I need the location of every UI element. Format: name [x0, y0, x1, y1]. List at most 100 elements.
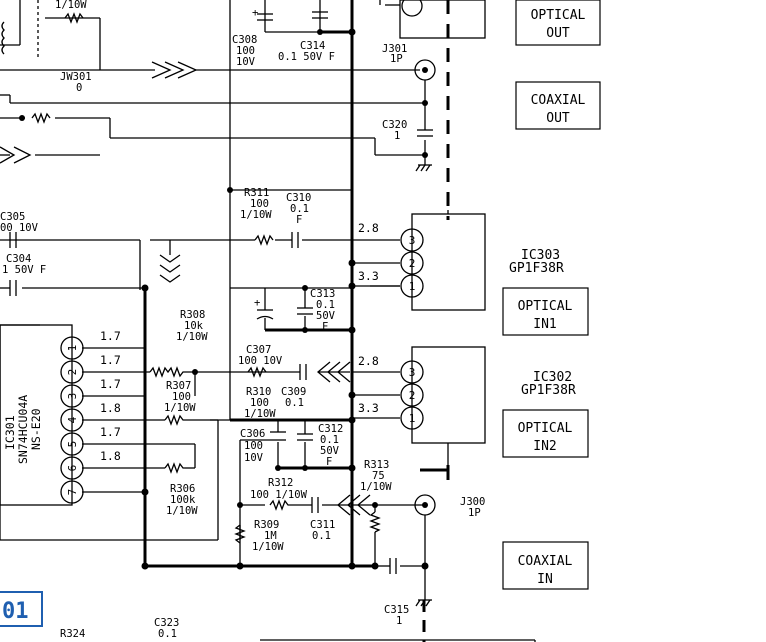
svg-text:C307: C307 — [246, 344, 271, 356]
svg-text:1: 1 — [409, 280, 416, 293]
svg-text:C304: C304 — [6, 253, 31, 265]
svg-text:J301: J301 — [382, 43, 407, 55]
svg-text:J300: J300 — [460, 496, 485, 508]
svg-text:C314: C314 — [300, 40, 325, 52]
svg-text:C306: C306 — [240, 428, 265, 440]
jack-j301: J301 1P — [382, 43, 436, 81]
svg-text:SN74HCU04A: SN74HCU04A — [16, 395, 30, 464]
resistor-symbols — [31, 12, 381, 544]
svg-text:4: 4 — [66, 416, 79, 423]
svg-text:100: 100 — [250, 397, 269, 409]
svg-text:1.7: 1.7 — [100, 425, 121, 439]
svg-text:C311: C311 — [310, 519, 335, 531]
svg-text:1: 1 — [394, 130, 400, 142]
svg-text:3: 3 — [409, 234, 416, 247]
svg-text:F: F — [322, 321, 328, 333]
jack-j300: J300 1P — [414, 494, 485, 519]
svg-text:R312: R312 — [268, 477, 293, 489]
svg-text:1P: 1P — [468, 507, 481, 519]
svg-text:3.3: 3.3 — [358, 401, 379, 415]
svg-text:C305: C305 — [0, 211, 25, 223]
svg-text:100: 100 — [172, 391, 191, 403]
svg-text:C320: C320 — [382, 119, 407, 131]
svg-text:R306: R306 — [170, 483, 195, 495]
box-coaxial-out: COAXIAL OUT — [515, 81, 601, 130]
ic302: 3 2 1 IC302 GP1F38R 2.8 3.3 — [358, 346, 576, 468]
svg-text:C309: C309 — [281, 386, 306, 398]
box-optical-out: OPTICAL OUT — [515, 0, 601, 46]
svg-text:1/10W: 1/10W — [164, 402, 196, 414]
svg-text:IN1: IN1 — [533, 317, 556, 332]
svg-text:1/10W: 1/10W — [55, 0, 87, 11]
svg-text:100k: 100k — [170, 494, 196, 506]
svg-text:2.8: 2.8 — [358, 354, 379, 368]
svg-text:1/10W: 1/10W — [176, 331, 208, 343]
svg-text:0.1: 0.1 — [158, 628, 177, 640]
box-coaxial-in: COAXIAL IN — [502, 541, 589, 590]
svg-text:1.7: 1.7 — [100, 329, 121, 343]
svg-text:3.3: 3.3 — [358, 269, 379, 283]
svg-text:1.7: 1.7 — [100, 377, 121, 391]
svg-text:1/10W: 1/10W — [252, 541, 284, 553]
svg-text:3: 3 — [66, 393, 79, 400]
svg-text:100: 100 — [244, 440, 263, 452]
svg-text:IC302: IC302 — [533, 370, 572, 385]
svg-text:2.8: 2.8 — [358, 221, 379, 235]
svg-text:C312: C312 — [318, 423, 343, 435]
svg-text:NS-E20: NS-E20 — [29, 408, 43, 450]
ic-top-partial — [399, 0, 486, 39]
svg-text:7: 7 — [66, 489, 79, 496]
svg-text:OUT: OUT — [546, 111, 570, 126]
svg-text:R310: R310 — [246, 386, 271, 398]
svg-text:100: 100 — [250, 198, 269, 210]
svg-text:OPTICAL: OPTICAL — [531, 8, 586, 23]
svg-text:1: 1 — [66, 345, 79, 352]
svg-text:100 10V: 100 10V — [238, 355, 283, 367]
svg-text:2: 2 — [409, 389, 416, 402]
svg-text:IC301: IC301 — [3, 415, 17, 450]
svg-text:OPTICAL: OPTICAL — [518, 299, 573, 314]
svg-text:+: + — [252, 7, 258, 19]
ic301: 1 2 3 4 5 6 7 IC301 SN74HCU04A NS-E20 1.… — [0, 324, 121, 506]
connector-arrows — [0, 61, 371, 516]
coil-symbol — [1, 0, 39, 60]
svg-text:100 1/10W: 100 1/10W — [250, 489, 308, 501]
svg-text:10V: 10V — [244, 452, 264, 464]
svg-text:OPTICAL: OPTICAL — [518, 421, 573, 436]
svg-text:IN2: IN2 — [533, 439, 556, 454]
svg-text:IC303: IC303 — [521, 248, 560, 263]
svg-text:1 50V F: 1 50V F — [2, 264, 46, 276]
wires — [0, 0, 536, 642]
board-reference: 01 — [0, 591, 43, 627]
box-optical-in1: OPTICAL IN1 — [502, 287, 589, 336]
junction-dots — [19, 28, 429, 570]
svg-text:75: 75 — [372, 470, 385, 482]
svg-text:1/10W: 1/10W — [360, 481, 392, 493]
svg-text:1/10W: 1/10W — [244, 408, 276, 420]
svg-text:R308: R308 — [180, 309, 205, 321]
svg-text:5: 5 — [66, 441, 79, 448]
svg-text:COAXIAL: COAXIAL — [518, 554, 573, 569]
svg-text:0.1: 0.1 — [285, 397, 304, 409]
svg-text:50V: 50V — [316, 310, 336, 322]
svg-text:3: 3 — [409, 366, 416, 379]
svg-text:IN: IN — [537, 572, 553, 587]
svg-text:GP1F38R: GP1F38R — [509, 261, 564, 276]
svg-text:COAXIAL: COAXIAL — [531, 93, 586, 108]
svg-text:50V: 50V — [320, 445, 340, 457]
svg-text:1/10W: 1/10W — [166, 505, 198, 517]
svg-text:1P: 1P — [390, 53, 403, 65]
svg-text:2: 2 — [66, 369, 79, 376]
svg-text:1: 1 — [409, 412, 416, 425]
svg-text:F: F — [296, 214, 302, 226]
svg-text:F: F — [326, 456, 332, 468]
component-labels: 1/10W C308 100 10V C314 0.1 50V F JW301 … — [0, 0, 409, 640]
svg-text:0.1: 0.1 — [290, 203, 309, 215]
svg-text:R324: R324 — [60, 628, 85, 640]
svg-text:R307: R307 — [166, 380, 191, 392]
svg-text:1.8: 1.8 — [100, 449, 121, 463]
capacitor-symbols: + + — [9, 7, 433, 574]
svg-text:00 10V: 00 10V — [0, 222, 39, 234]
svg-text:JW301: JW301 — [60, 71, 92, 83]
